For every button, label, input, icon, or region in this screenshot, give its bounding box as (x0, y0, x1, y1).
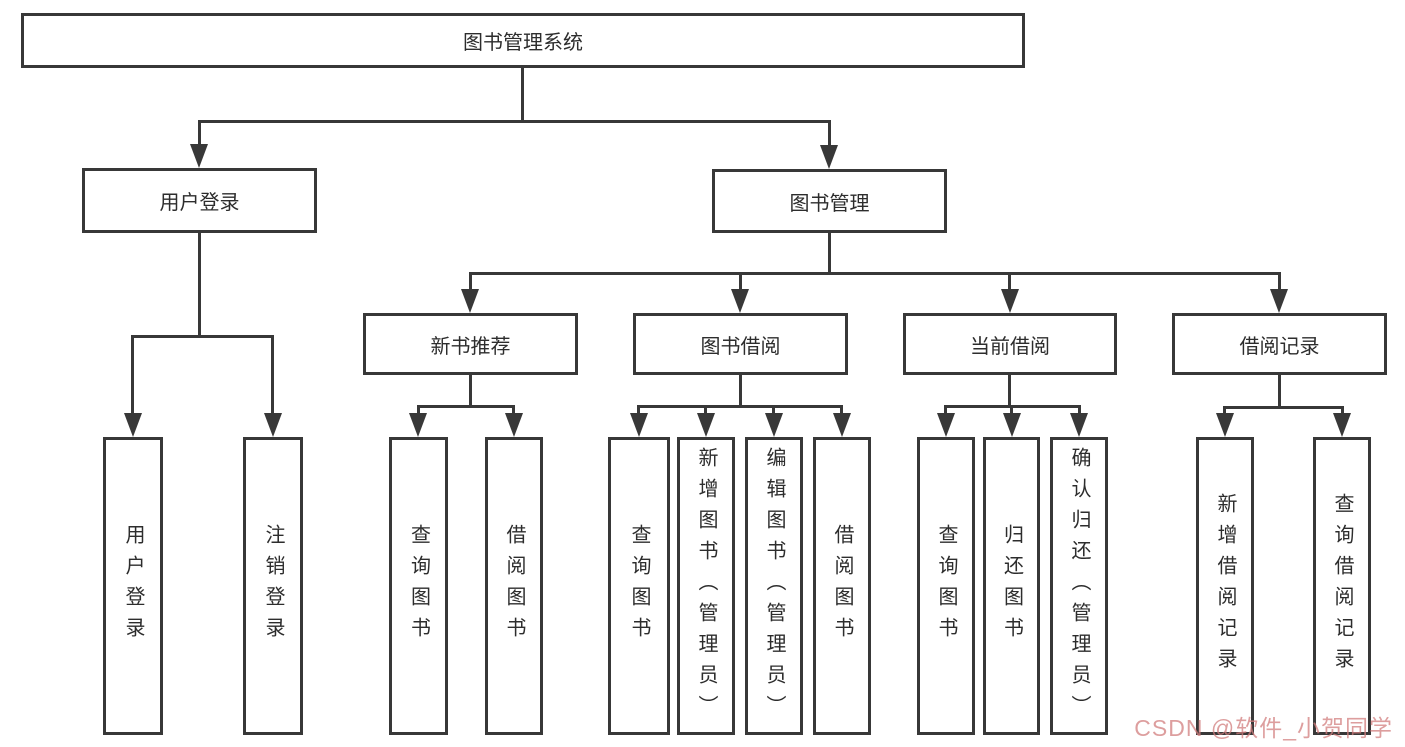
connector-new-books-stem (469, 375, 472, 405)
csdn-watermark: CSDN @软件_小贺同学 (1134, 715, 1393, 741)
leaf-label: 查询图书 (628, 524, 650, 648)
leaf-label: 用户登录 (122, 524, 144, 648)
arrowhead-icon (461, 289, 479, 313)
leaf-label: 查询图书 (407, 524, 430, 648)
connector-drop (1341, 406, 1344, 417)
connector-root-stem (521, 68, 524, 120)
leaf-borrow-books-2: 借阅图书 (813, 437, 871, 735)
arrowhead-icon (124, 413, 142, 437)
node-book-management: 图书管理 (712, 169, 947, 233)
node-label: 用户登录 (159, 192, 240, 214)
connector-drop (512, 405, 515, 417)
node-new-book-recommend: 新书推荐 (363, 313, 578, 375)
connector-drop-current-borrow (1008, 272, 1011, 292)
arrowhead-icon (1333, 413, 1351, 437)
connector-user-login-rail (131, 335, 274, 338)
arrowhead-icon (1001, 289, 1019, 313)
leaf-label: 确认归还（管理员） (1068, 446, 1090, 726)
arrowhead-icon (937, 413, 955, 437)
leaf-edit-book-admin: 编辑图书（管理员） (745, 437, 803, 735)
connector-book-mgmt-rail (469, 272, 1281, 275)
connector-drop (772, 405, 775, 417)
node-label: 图书管理系统 (463, 32, 583, 54)
connector-book-borrow-stem (739, 375, 742, 405)
connector-user-login-stem (198, 233, 201, 335)
connector-drop-login-leaf (131, 335, 134, 415)
connector-drop-new-books (469, 272, 472, 292)
arrowhead-icon (833, 413, 851, 437)
connector-borrow-records-rail (1223, 406, 1343, 409)
leaf-query-books-3: 查询图书 (917, 437, 975, 735)
node-current-borrowing: 当前借阅 (903, 313, 1117, 375)
leaf-label: 注销登录 (262, 524, 284, 648)
arrowhead-icon (697, 413, 715, 437)
connector-book-borrow-rail (637, 405, 843, 408)
arrowhead-icon (731, 289, 749, 313)
leaf-label: 新增图书（管理员） (695, 446, 717, 726)
connector-drop (1010, 405, 1013, 417)
arrowhead-icon (765, 413, 783, 437)
arrowhead-icon (190, 144, 208, 168)
connector-drop (417, 405, 420, 417)
arrowhead-icon (505, 413, 523, 437)
leaf-borrow-books-1: 借阅图书 (485, 437, 543, 735)
leaf-label: 新增借阅记录 (1214, 493, 1236, 679)
node-library-management-system: 图书管理系统 (21, 13, 1025, 68)
connector-drop (840, 405, 843, 417)
leaf-label: 归还图书 (1000, 524, 1023, 648)
leaf-logout: 注销登录 (243, 437, 303, 735)
leaf-label: 借阅图书 (503, 524, 525, 648)
node-label: 新书推荐 (430, 335, 511, 358)
node-label: 图书管理 (789, 192, 870, 215)
arrowhead-icon (630, 413, 648, 437)
node-user-login: 用户登录 (82, 168, 317, 233)
connector-drop (944, 405, 947, 417)
leaf-label: 借阅图书 (831, 524, 853, 648)
connector-new-books-rail (417, 405, 515, 408)
leaf-label: 查询借阅记录 (1331, 493, 1353, 679)
leaf-add-borrow-record: 新增借阅记录 (1196, 437, 1254, 735)
node-label: 当前借阅 (970, 335, 1050, 358)
leaf-query-books-2: 查询图书 (608, 437, 670, 735)
connector-root-rail (198, 120, 831, 123)
connector-drop-book-mgmt (828, 120, 831, 148)
connector-drop-user-login (198, 120, 201, 147)
arrowhead-icon (820, 145, 838, 169)
connector-drop-logout-leaf (271, 335, 274, 415)
leaf-add-book-admin: 新增图书（管理员） (677, 437, 735, 735)
arrowhead-icon (1003, 413, 1021, 437)
arrowhead-icon (409, 413, 427, 437)
connector-drop-book-borrow (739, 272, 742, 292)
arrowhead-icon (264, 413, 282, 437)
connector-drop (1223, 406, 1226, 417)
arrowhead-icon (1216, 413, 1234, 437)
connector-current-borrow-stem (1008, 375, 1011, 405)
connector-borrow-records-stem (1278, 375, 1281, 406)
leaf-label: 查询图书 (935, 524, 957, 648)
connector-drop (637, 405, 640, 417)
node-borrow-records: 借阅记录 (1172, 313, 1387, 375)
node-book-borrowing: 图书借阅 (633, 313, 848, 375)
leaf-query-books-1: 查询图书 (389, 437, 448, 735)
node-label: 借阅记录 (1239, 335, 1320, 358)
leaf-return-book: 归还图书 (983, 437, 1040, 735)
leaf-confirm-return-admin: 确认归还（管理员） (1050, 437, 1108, 735)
node-label: 图书借阅 (700, 335, 781, 358)
connector-drop (704, 405, 707, 417)
leaf-user-login: 用户登录 (103, 437, 163, 735)
leaf-label: 编辑图书（管理员） (763, 446, 785, 726)
leaf-query-borrow-record: 查询借阅记录 (1313, 437, 1371, 735)
connector-book-mgmt-stem (828, 233, 831, 272)
arrowhead-icon (1270, 289, 1288, 313)
connector-drop-borrow-records (1278, 272, 1281, 292)
connector-drop (1078, 405, 1081, 417)
arrowhead-icon (1070, 413, 1088, 437)
